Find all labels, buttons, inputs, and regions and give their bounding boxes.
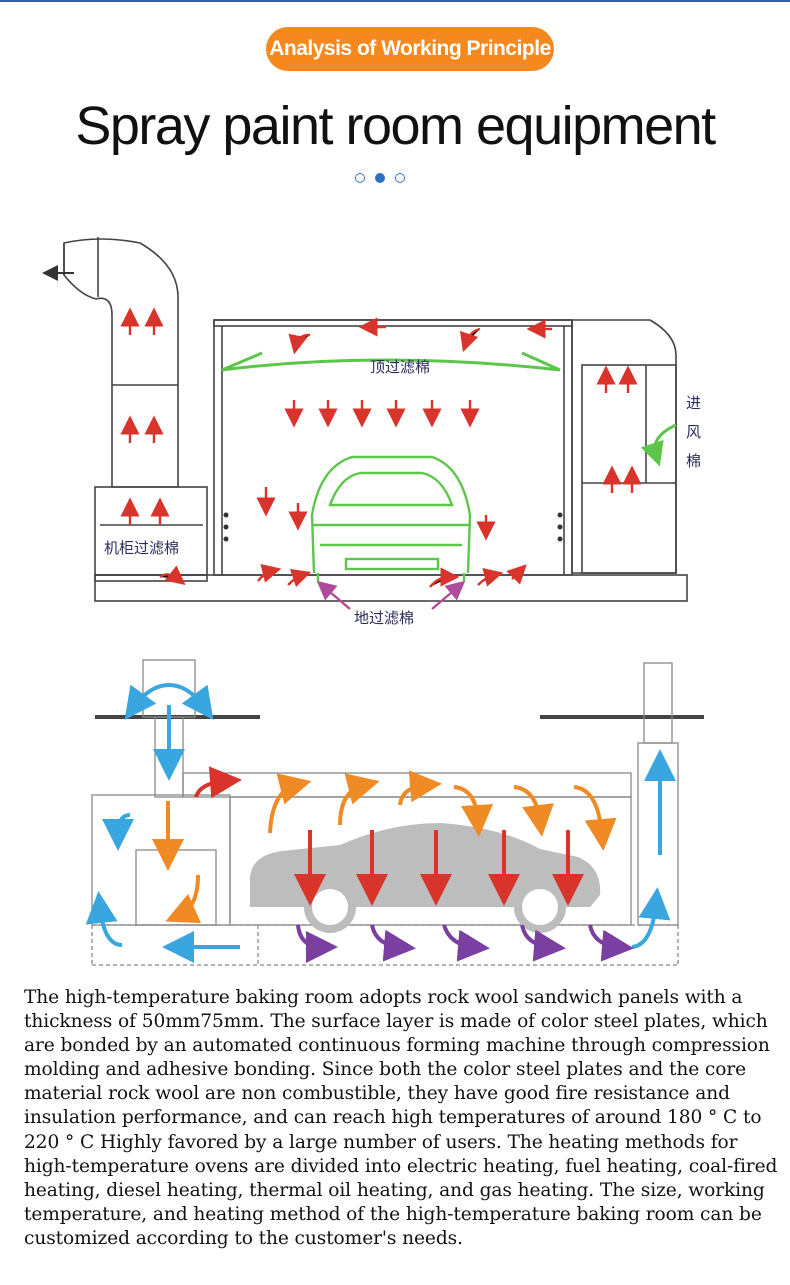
carousel-dot-1[interactable] <box>355 173 365 183</box>
top-accent-line <box>0 0 790 2</box>
section-badge: Analysis of Working Principle <box>266 27 554 71</box>
description-text: The high-temperature baking room adopts … <box>24 987 778 1249</box>
carousel-dots <box>355 173 409 187</box>
spray-booth-diagram: 顶过滤棉 进 风 棉 机柜过滤棉 地过滤棉 <box>42 237 701 627</box>
intake-label-1: 进 <box>686 394 701 412</box>
intake-label-3: 棉 <box>686 452 701 470</box>
floor-filter-label: 地过滤棉 <box>354 609 414 627</box>
cabinet-filter-label: 机柜过滤棉 <box>104 539 179 557</box>
car-outline <box>310 455 472 581</box>
page-title: Spray paint room equipment <box>75 96 716 156</box>
baking-room-airflow-diagram <box>85 659 704 966</box>
intake-label-2: 风 <box>686 423 701 441</box>
top-filter-label: 顶过滤棉 <box>370 358 430 376</box>
carousel-dot-2[interactable] <box>375 173 385 183</box>
booth-structure <box>63 237 688 602</box>
carousel-dot-3[interactable] <box>395 173 405 183</box>
oven-structure <box>91 659 704 966</box>
